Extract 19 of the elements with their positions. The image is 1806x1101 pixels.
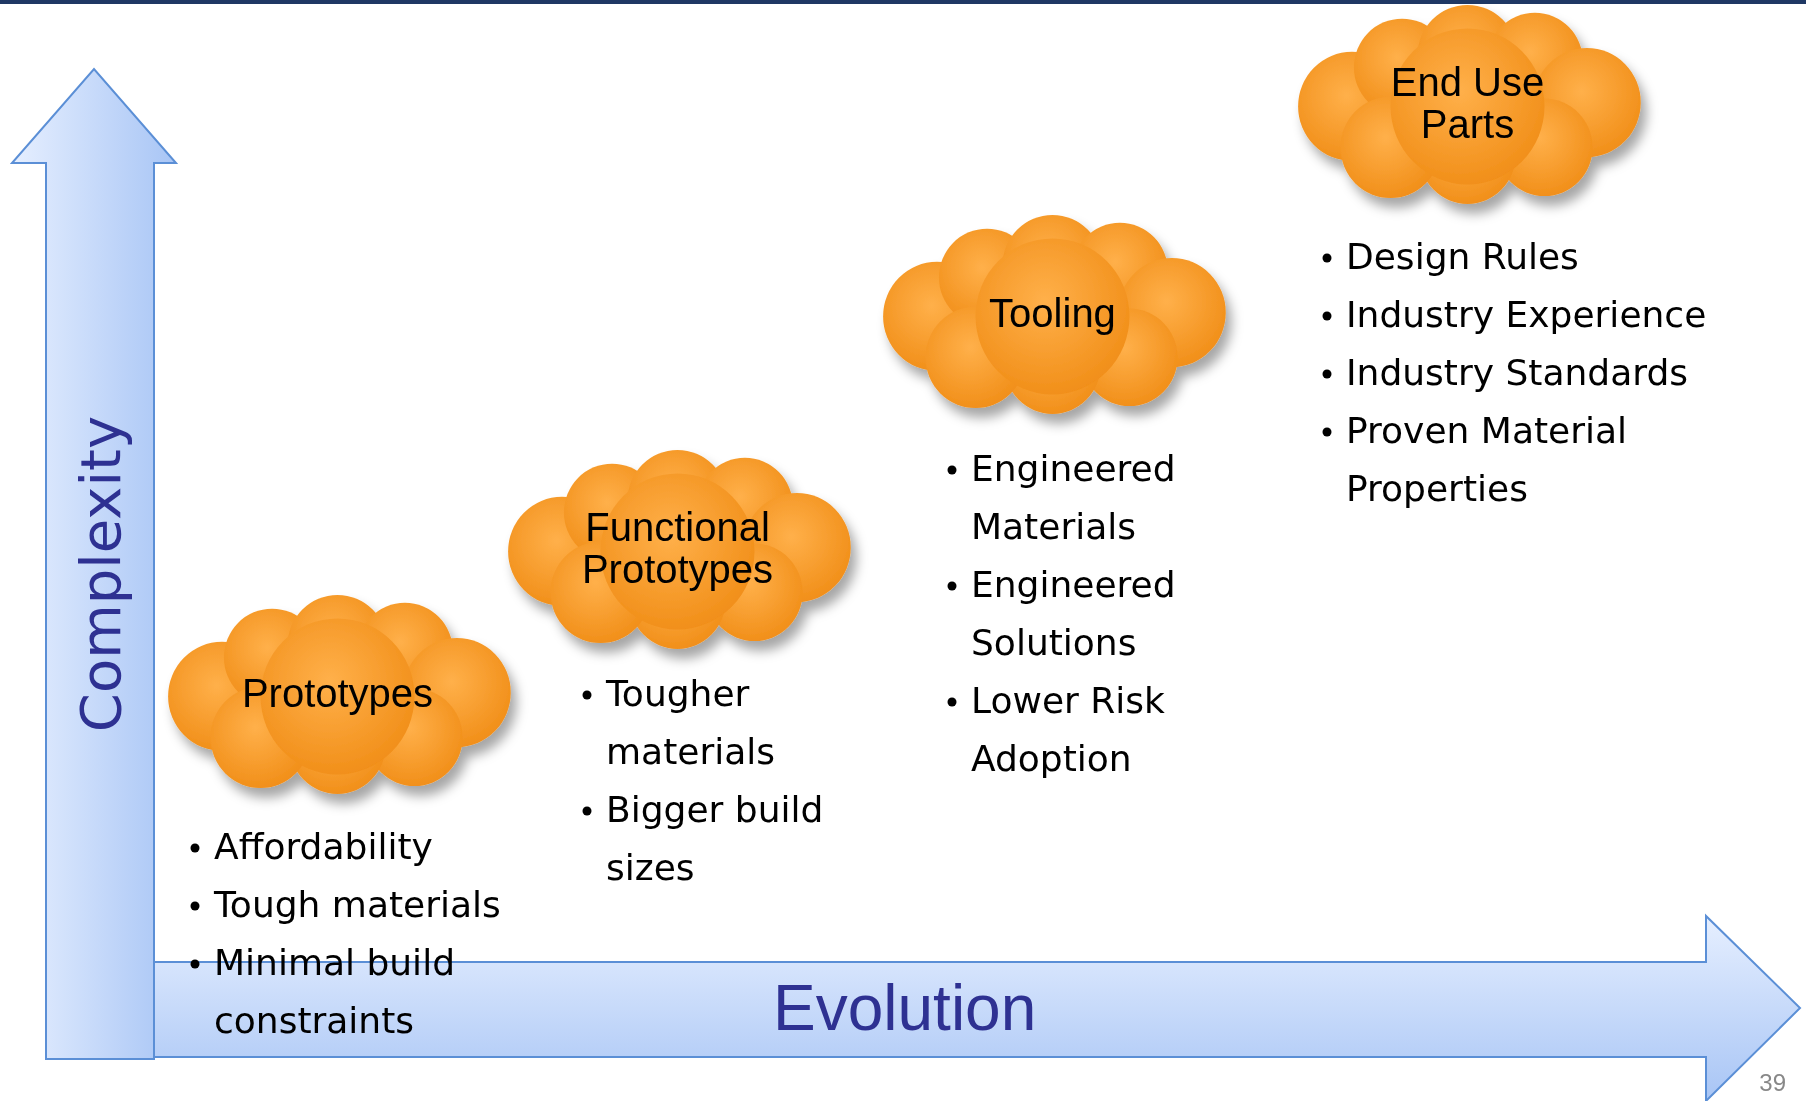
axis-label: Evolution <box>773 971 1037 1045</box>
cloud-label: Prototypes <box>241 671 434 714</box>
list-item: Industry Standards <box>1346 352 1689 393</box>
list-item: Engineered Solutions <box>971 564 1176 663</box>
list-item: Tough materials <box>214 884 501 925</box>
list-item: Proven Material Properties <box>1346 410 1628 509</box>
list-item: Industry Experience <box>1346 294 1707 335</box>
axis-label: Complexity <box>67 415 133 733</box>
list-item: Tougher materials <box>606 673 775 772</box>
list-item: Lower Risk Adoption <box>971 680 1165 779</box>
list-item: Bigger build sizes <box>606 789 824 888</box>
cloud-label: Functional Prototypes <box>580 505 775 590</box>
page-number: 39 <box>1759 1069 1786 1097</box>
list-item: Minimal build constraints <box>214 942 455 1041</box>
list-item: Design Rules <box>1346 236 1579 277</box>
list-item: Engineered Materials <box>971 448 1176 547</box>
list-item: Affordability <box>214 826 433 867</box>
cloud-label: Tooling <box>989 291 1116 334</box>
cloud-label: End Use Parts <box>1389 60 1546 145</box>
